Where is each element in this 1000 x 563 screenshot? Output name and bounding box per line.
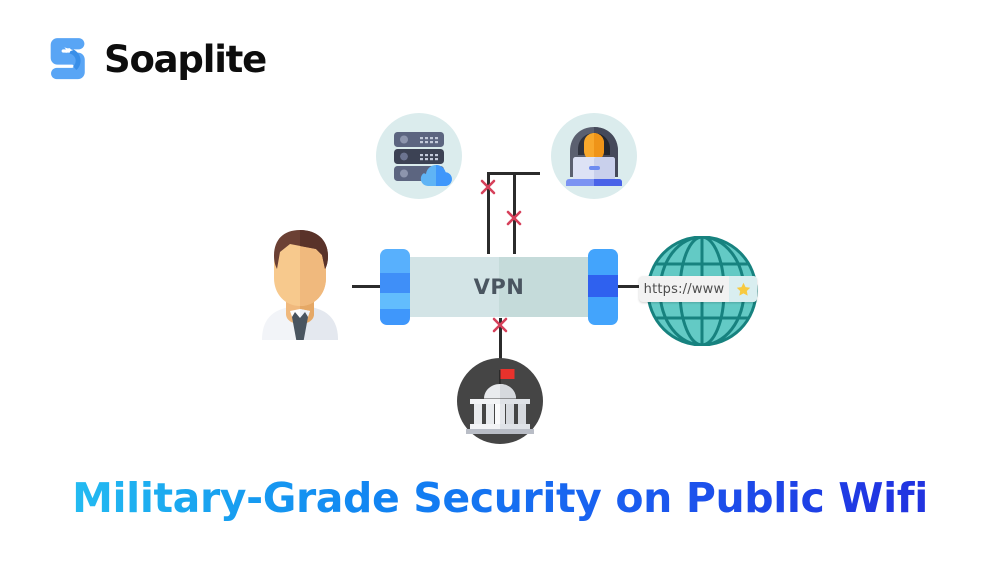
government-building-icon — [466, 369, 534, 434]
vpn-tunnel-cap-right — [588, 249, 618, 325]
red-x-block-icon — [480, 179, 496, 195]
server-cloud-icon — [394, 132, 452, 186]
red-x-block-icon — [492, 317, 508, 333]
soaplite-s-logo-icon — [50, 38, 85, 80]
businessman-avatar-icon — [262, 230, 338, 344]
connector-user-to-tunnel — [352, 285, 384, 288]
connector-tunnel-to-internet — [616, 285, 652, 288]
brand-name: Soaplite — [104, 37, 267, 81]
connector-hacker-to-tunnel — [513, 172, 516, 254]
node-hacker — [551, 113, 637, 199]
red-x-block-icon — [506, 210, 522, 226]
connector-server-elbow — [487, 172, 513, 175]
hacker-laptop-icon — [566, 127, 622, 186]
vpn-tunnel-cap-left — [380, 249, 410, 325]
connector-tunnel-to-government — [499, 318, 502, 364]
page-headline: Military-Grade Security on Public Wifi — [0, 474, 1000, 522]
node-internet: https://www — [639, 235, 764, 347]
connector-hacker-elbow — [513, 172, 540, 175]
address-bar[interactable]: https://www — [639, 276, 757, 302]
vpn-diagram: https://www VPN — [252, 113, 764, 444]
brand-logo[interactable]: Soaplite — [38, 30, 267, 88]
vpn-tunnel: VPN — [380, 249, 618, 325]
node-server — [376, 113, 462, 199]
connector-server-to-tunnel — [487, 172, 490, 254]
node-government — [457, 358, 543, 444]
address-bar-url: https://www — [643, 281, 725, 297]
vpn-tunnel-label: VPN — [473, 275, 525, 299]
node-user — [252, 228, 348, 344]
bookmark-star-icon[interactable] — [729, 276, 757, 302]
vpn-tunnel-body: VPN — [402, 257, 596, 317]
